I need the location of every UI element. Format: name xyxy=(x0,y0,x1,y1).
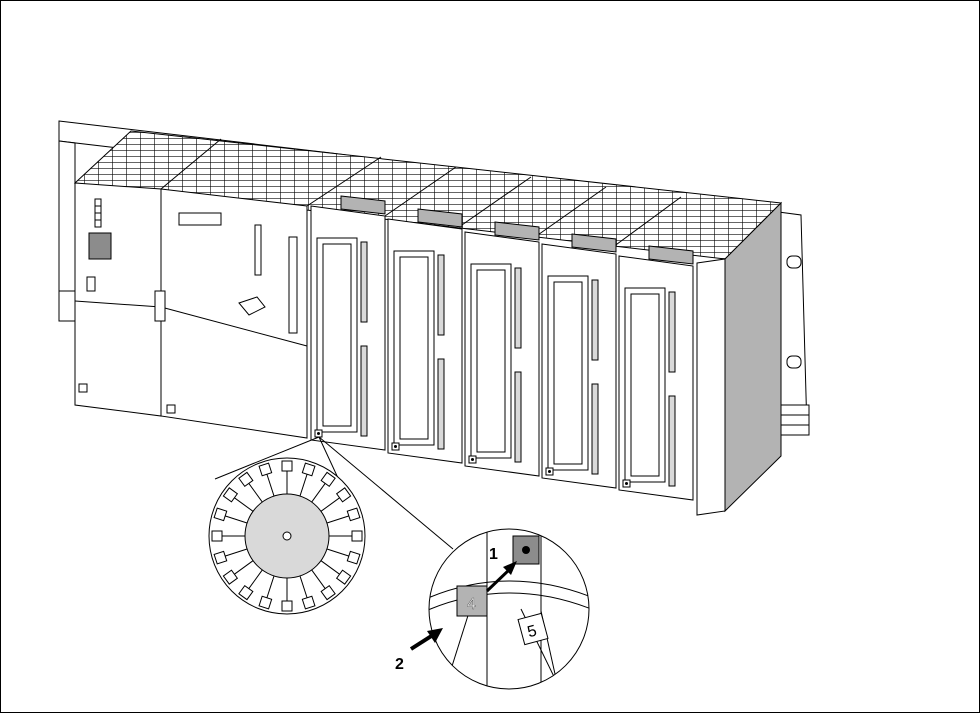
wheel-tab xyxy=(211,530,223,542)
slot-label-wheel-icon xyxy=(208,457,366,615)
wheel-spoke xyxy=(224,515,248,524)
wheel-spoke xyxy=(320,496,341,512)
wheel-spoke xyxy=(233,496,254,512)
rack-end-cover xyxy=(696,201,782,516)
wheel-spoke xyxy=(247,569,263,590)
wheel-tab xyxy=(258,595,273,610)
cpu-module xyxy=(154,188,308,439)
wheel-tab xyxy=(238,584,254,601)
wheel-spoke xyxy=(233,560,254,576)
inserted-slot-tab xyxy=(456,585,488,617)
wheel-spoke xyxy=(266,575,275,599)
inserted-slot-number: 4 xyxy=(467,596,476,613)
next-slot-tab xyxy=(517,612,549,646)
io-module xyxy=(387,208,463,464)
wheel-tab xyxy=(346,550,361,565)
callout-step-2: 2 xyxy=(395,656,404,673)
wheel-spoke xyxy=(326,548,350,557)
wheel-spoke xyxy=(247,482,263,503)
callout-step-1: 1 xyxy=(489,546,498,563)
io-module xyxy=(541,233,617,489)
wheel-spoke xyxy=(311,569,327,590)
wheel-spoke xyxy=(299,473,308,497)
callout-arrow-icon xyxy=(409,561,517,651)
wheel-tab xyxy=(281,600,293,612)
detail-magnifier: 4 5 xyxy=(428,528,590,690)
wheel-tab xyxy=(222,487,239,503)
io-module xyxy=(310,195,386,451)
io-modules xyxy=(310,195,694,501)
wheel-tab xyxy=(238,471,254,488)
wheel-spoke xyxy=(320,560,341,576)
wheel-spoke xyxy=(266,473,275,497)
io-module xyxy=(618,245,694,501)
wheel-tab xyxy=(281,460,293,472)
wheel-tab xyxy=(351,530,363,542)
wheel-spoke xyxy=(299,575,308,599)
wheel-spoke xyxy=(224,548,248,557)
wheel-tab xyxy=(346,507,361,522)
next-slot-number: 5 xyxy=(526,622,539,641)
wheel-tab xyxy=(301,595,316,610)
wheel-spoke xyxy=(311,482,327,503)
wheel-tab xyxy=(335,569,352,585)
wheel-tab xyxy=(335,487,352,503)
wheel-tab xyxy=(213,550,228,565)
wheel-tab xyxy=(222,569,239,585)
wheel-tab xyxy=(213,507,228,522)
wheel-tab xyxy=(320,471,336,488)
wheel-tab xyxy=(258,462,273,477)
wheel-tab xyxy=(301,462,316,477)
wheel-tab xyxy=(320,584,336,601)
power-supply-module xyxy=(74,182,162,417)
io-module xyxy=(464,221,540,477)
wheel-spoke xyxy=(326,515,350,524)
